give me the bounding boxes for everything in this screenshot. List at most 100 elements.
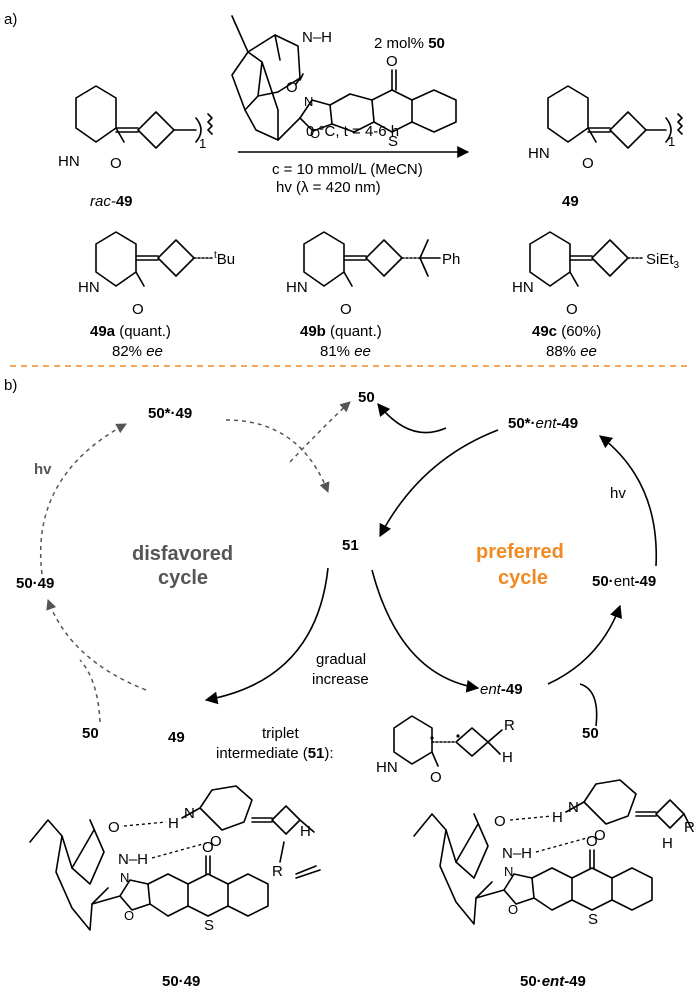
cr-o2: O xyxy=(594,827,606,844)
dis-arrow-to-51 xyxy=(225,419,330,493)
cr-nh: N–H xyxy=(502,845,532,862)
hv-right: hv xyxy=(610,485,626,502)
cl-n: N xyxy=(184,805,195,822)
preferred-cycle-line1: preferred xyxy=(476,541,564,563)
product-nh: HN xyxy=(528,145,550,162)
dis-arrow-to-5049 xyxy=(46,599,147,691)
cr-ox-n: N xyxy=(504,864,513,879)
triplet-o: O xyxy=(430,769,442,786)
cat-loading: 2 mol% 50 xyxy=(374,35,445,52)
bottom-right-50: 50 xyxy=(582,725,599,742)
example-49b-structure: HN O Ph xyxy=(286,231,460,318)
arrow-hv-right xyxy=(598,435,658,567)
ex-c-nh: HN xyxy=(512,279,534,296)
cr-r: R xyxy=(684,819,695,836)
example-49b-caption: 49b (quant.) xyxy=(300,323,382,340)
dis-50-joining xyxy=(79,659,101,723)
example-49a-ee: 82% ee xyxy=(112,343,163,360)
example-49a-caption: 49a (quant.) xyxy=(90,323,171,340)
ex-c-sieti: SiEt3 xyxy=(646,251,680,271)
panel-a-tag: a) xyxy=(4,11,17,28)
ex-a-tbu: tBu xyxy=(214,250,235,268)
example-49c-ee: 88% ee xyxy=(546,343,597,360)
catalyst-50-structure: N–H O N O O S 2 mol% 50 xyxy=(231,15,457,150)
cl-ox-n: N xyxy=(120,870,129,885)
triplet-r: R xyxy=(504,717,515,734)
ex-b-nh: HN xyxy=(286,279,308,296)
cl-h: H xyxy=(168,815,179,832)
example-49b-ee: 81% ee xyxy=(320,343,371,360)
cl-ketone: O xyxy=(202,839,214,856)
example-49c-caption: 49c (60%) xyxy=(532,323,601,340)
product-49-structure: HN O 1 xyxy=(528,85,683,172)
cat-nh-label: N–H xyxy=(302,29,332,46)
preferred-cycle-line2: cycle xyxy=(498,567,548,589)
cl-o1: O xyxy=(108,819,120,836)
cat-oxazole-n: N xyxy=(304,94,313,109)
cycle-node-50-49: 50·49 xyxy=(16,575,54,592)
cr-ox-o: O xyxy=(508,902,518,917)
complex-50-ent49-structure: O N–H H N O R H N O O S xyxy=(413,779,695,928)
ex-c-o: O xyxy=(566,301,578,318)
complex-50-49-structure: O N–H H N O H R N O O S xyxy=(29,785,321,934)
pref-50-joining xyxy=(579,683,598,727)
triplet-line2: intermediate (51): xyxy=(216,745,334,762)
ex-b-ph: Ph xyxy=(442,251,460,268)
cycle-node-51: 51 xyxy=(342,537,359,554)
substrate-rac-49-structure: HN O 1 xyxy=(58,85,213,172)
example-49a-structure: HN O tBu xyxy=(78,231,235,318)
cl-nh: N–H xyxy=(118,851,148,868)
cr-ketone: O xyxy=(586,833,598,850)
cl-r: R xyxy=(272,863,283,880)
condition-temp: 0 °C, t = 4-6 h xyxy=(306,123,399,140)
bottom-left-49: 49 xyxy=(168,729,185,746)
ex-b-o: O xyxy=(340,301,352,318)
cat-o-label: O xyxy=(286,79,298,96)
triplet-line1: triplet xyxy=(262,725,300,742)
arrow-to-50-right xyxy=(377,403,447,434)
cycle-node-50star-49: 50*·49 xyxy=(148,405,192,422)
product-label: 49 xyxy=(562,193,579,210)
product-o: O xyxy=(582,155,594,172)
ex-a-nh: HN xyxy=(78,279,100,296)
substrate-o: O xyxy=(110,155,122,172)
cat-oxazole-o: O xyxy=(310,126,320,141)
arrow-to-51-right xyxy=(379,429,499,538)
condition-conc: c = 10 mmol/L (MeCN) xyxy=(272,161,423,178)
condition-light: hv (λ = 420 nm) xyxy=(276,179,381,196)
triplet-51-structure: HN O R H xyxy=(376,715,515,786)
cycle-node-50star-ent49: 50*·ent-49 xyxy=(508,415,578,432)
cl-ox-o: O xyxy=(124,908,134,923)
triplet-nh: HN xyxy=(376,759,398,776)
ex-a-o: O xyxy=(132,301,144,318)
gradual-line1: gradual xyxy=(316,651,366,668)
product-subscript: 1 xyxy=(668,134,675,149)
arrow-51-to-49 xyxy=(204,567,329,705)
bottom-right-ent49: ent-49 xyxy=(480,681,523,698)
panel-b-tag: b) xyxy=(4,377,17,394)
cl-s: S xyxy=(204,917,214,934)
cycle-node-50-ent49: 50·ent-49 xyxy=(592,573,656,590)
disfavored-cycle-line2: cycle xyxy=(158,567,208,589)
cr-n: N xyxy=(568,799,579,816)
gradual-line2: increase xyxy=(312,671,369,688)
substrate-label: rac-49 xyxy=(90,193,133,210)
cr-h2: H xyxy=(662,835,673,852)
cl-h2: H xyxy=(300,823,311,840)
cl-o2: O xyxy=(210,833,222,850)
complex-right-label: 50·ent-49 xyxy=(520,973,586,990)
arrow-ent49-to-complex xyxy=(547,604,622,685)
substrate-subscript: 1 xyxy=(199,136,206,151)
substrate-nh: HN xyxy=(58,153,80,170)
cr-h: H xyxy=(552,809,563,826)
dis-arrow-hv xyxy=(40,423,127,575)
complex-left-label: 50·49 xyxy=(162,973,200,990)
bottom-left-50: 50 xyxy=(82,725,99,742)
cat-sulfur: S xyxy=(388,133,398,150)
hv-left: hv xyxy=(34,461,52,478)
triplet-h: H xyxy=(502,749,513,766)
dis-arrow-to-50 xyxy=(289,401,351,463)
arrow-51-to-ent49 xyxy=(371,569,480,693)
example-49c-structure: HN O SiEt3 xyxy=(512,231,680,318)
